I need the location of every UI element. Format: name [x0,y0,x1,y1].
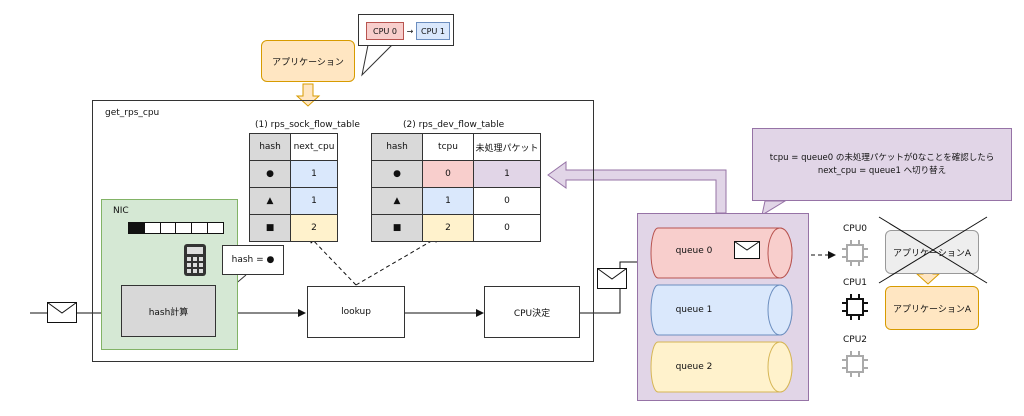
sock-row-hash: ▲ [249,187,291,215]
switch-note-line2: next_cpu = queue1 へ切り替え [817,165,947,176]
dev-row-hash: ● [371,160,423,188]
dev-row-pending: 0 [473,214,541,242]
app-a-crossed: アプリケーションA [885,230,979,274]
queue-1 [650,284,793,336]
sock-row-hash: ● [249,160,291,188]
dev-row-tcpu: 0 [422,160,474,188]
dev-header-hash: hash [371,133,423,161]
sock-row-cpu: 1 [290,160,338,188]
switch-note-line1: tcpu = queue0 の未処理パケットが0なことを確認したら [769,152,995,163]
nic-ring-buffer [128,222,224,234]
app-a: アプリケーションA [885,286,979,330]
callout-cpu-to: CPU 1 [416,22,450,40]
nic-label: NIC [113,206,129,216]
cpu0-label: CPU0 [843,224,868,234]
cpu0-chip-icon [842,240,868,266]
dev-row-pending: 0 [473,187,541,215]
calculator-icon [184,244,206,276]
packet-envelope-icon [597,268,627,289]
queue-1-label: queue 1 [675,305,713,315]
cpu-callout-tail [361,44,393,77]
sock-table-title: (1) rps_sock_flow_table [255,120,360,130]
dev-header-pending: 未処理パケット [473,133,541,161]
dev-row-pending: 1 [473,160,541,188]
lookup-node: lookup [307,286,405,338]
switch-note: tcpu = queue0 の未処理パケットが0なことを確認したら next_c… [752,128,1012,201]
cpu1-label: CPU1 [843,278,868,288]
dev-row-tcpu: 2 [422,214,474,242]
cpu-decide-node: CPU決定 [484,286,580,338]
note-tail [761,200,787,217]
sock-flow-table: hash next_cpu ● 1 ▲ 1 ■ 2 [249,133,338,242]
cpu2-label: CPU2 [843,335,868,345]
callout-arrow: → [406,26,414,36]
sock-header-next-cpu: next_cpu [290,133,338,161]
cpu1-chip-icon [842,294,868,320]
queue-2 [650,341,793,393]
lookup-to-sock-dashed [308,235,357,286]
dev-row-hash: ■ [371,214,423,242]
input-envelope-icon [47,302,77,323]
cpu2-chip-icon [842,351,868,377]
get-rps-cpu-container [92,100,594,362]
application-top: アプリケーション [261,40,355,82]
queue-2-label: queue 2 [675,362,713,372]
sock-row-cpu: 2 [290,214,338,242]
lookup-to-dev-dashed [355,235,441,286]
queue0-envelope-icon [734,241,760,259]
sock-row-cpu: 1 [290,187,338,215]
dev-header-tcpu: tcpu [422,133,474,161]
queue-0 [650,227,793,279]
dev-row-hash: ▲ [371,187,423,215]
sock-row-hash: ■ [249,214,291,242]
callout-cpu-from: CPU 0 [366,22,404,40]
purple-feedback-arrow [547,161,727,214]
hash-calc-node: hash計算 [121,285,216,337]
hash-callout: hash = ● [222,245,284,275]
dev-row-tcpu: 1 [422,187,474,215]
cross-out-mark [878,216,988,284]
dev-table-title: (2) rps_dev_flow_table [403,120,505,130]
sock-header-hash: hash [249,133,291,161]
dev-flow-table: hash tcpu 未処理パケット ● 0 1 ▲ 1 0 ■ 2 0 [371,133,541,242]
container-label: get_rps_cpu [105,108,160,118]
queue-0-label: queue 0 [675,246,713,256]
